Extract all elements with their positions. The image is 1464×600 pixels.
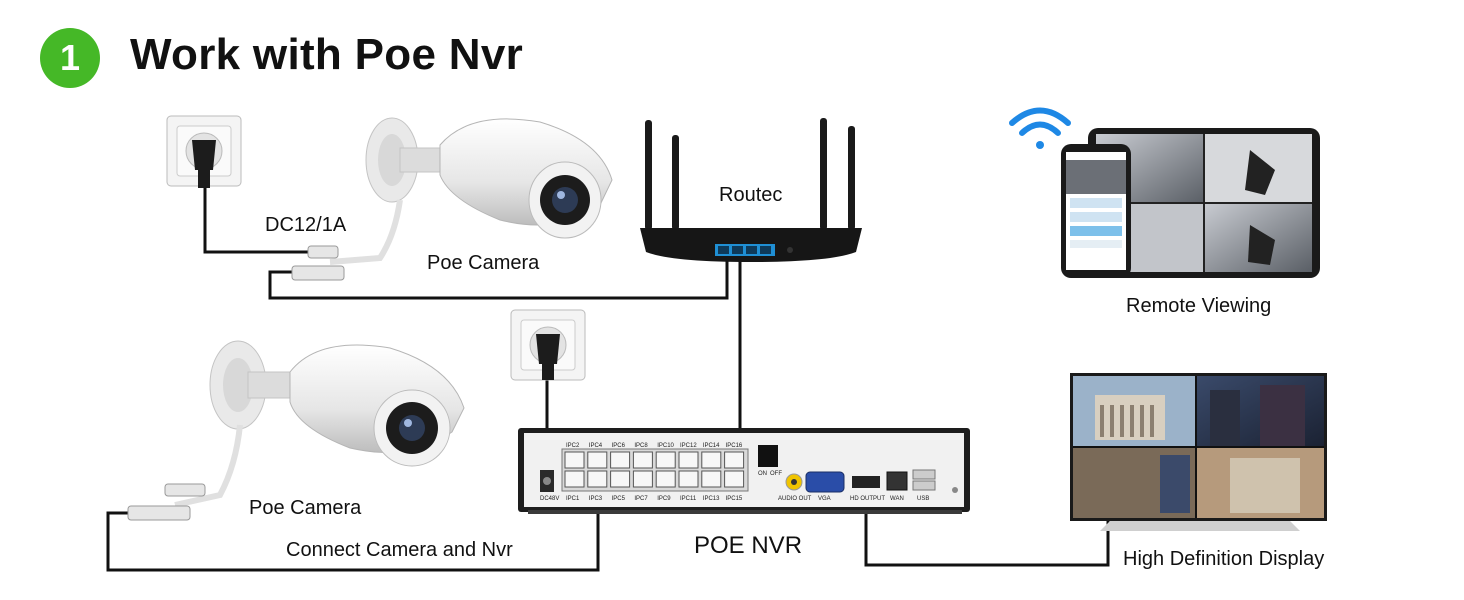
- nvr-port-labels-bottom: IPC1 IPC3 IPC5 IPC7 IPC9 IPC11 IPC13 IPC15: [566, 496, 743, 502]
- ethernet-port: [724, 451, 745, 469]
- port-label-top: IPC2: [566, 443, 580, 449]
- ethernet-port: [701, 451, 722, 469]
- cable-power-top: [203, 188, 310, 254]
- nvr-audio-out-label: AUDIO OUT: [778, 496, 812, 502]
- hd-display-label: High Definition Display: [1123, 548, 1325, 570]
- ethernet-port: [610, 470, 631, 488]
- hd-display: [1070, 373, 1327, 531]
- port-label-bottom: IPC3: [589, 496, 603, 502]
- port-label-top: IPC16: [726, 443, 743, 449]
- cables: [106, 188, 1110, 572]
- ethernet-port: [655, 470, 676, 488]
- router: [640, 118, 862, 262]
- step-number-badge: 1: [40, 28, 100, 88]
- nvr-switch-on-label: ON: [758, 471, 767, 477]
- nvr-usb-label: USB: [917, 496, 929, 502]
- remote-viewing-label: Remote Viewing: [1126, 295, 1272, 317]
- wifi-icon: [1009, 107, 1071, 149]
- port-label-top: IPC6: [612, 443, 626, 449]
- cable-camera-bottom-nvr: [106, 493, 600, 572]
- wall-socket-middle: [510, 309, 586, 381]
- port-label-top: IPC4: [589, 443, 603, 449]
- ethernet-port: [564, 451, 585, 469]
- ethernet-port: [655, 451, 676, 469]
- port-label-top: IPC8: [634, 443, 648, 449]
- port-label-top: IPC14: [703, 443, 720, 449]
- poe-nvr-label: POE NVR: [694, 532, 803, 559]
- port-label-bottom: IPC13: [703, 496, 720, 502]
- ethernet-port: [587, 451, 608, 469]
- ethernet-port: [610, 451, 631, 469]
- port-label-bottom: IPC5: [612, 496, 626, 502]
- cable-hdmi-display: [864, 493, 1110, 567]
- nvr-power-label: DC48V: [540, 496, 559, 502]
- poe-nvr-device: IPC2 IPC4 IPC6 IPC8 IPC10 IPC12 IPC14 IPC16 IPC…: [518, 428, 970, 514]
- nvr-hdmi-label: HD OUTPUT: [850, 496, 885, 502]
- nvr-switch-off-label: OFF: [770, 471, 782, 477]
- port-label-bottom: IPC11: [680, 496, 697, 502]
- ethernet-port: [632, 470, 653, 488]
- port-label-bottom: IPC9: [657, 496, 671, 502]
- ethernet-port: [701, 470, 722, 488]
- ethernet-port: [564, 470, 585, 488]
- ethernet-port: [678, 451, 699, 469]
- ethernet-port: [678, 470, 699, 488]
- port-label-top: IPC12: [680, 443, 697, 449]
- phone-device: [1061, 144, 1131, 278]
- port-label-top: IPC10: [657, 443, 674, 449]
- router-label: Routec: [719, 184, 783, 206]
- connect-camera-nvr-label: Connect Camera and Nvr: [286, 539, 513, 561]
- port-label-bottom: IPC15: [726, 496, 743, 502]
- poe-camera-bottom: [127, 340, 465, 521]
- page-title: Work with Poe Nvr: [130, 30, 524, 79]
- nvr-ethernet-ports: [564, 451, 745, 488]
- wall-socket-top: [166, 115, 242, 188]
- camera-bottom-label: Poe Camera: [249, 497, 362, 519]
- power-spec-label: DC12/1A: [265, 214, 347, 236]
- camera-top-label: Poe Camera: [427, 252, 540, 274]
- ethernet-port: [632, 451, 653, 469]
- ethernet-port: [587, 470, 608, 488]
- port-label-bottom: IPC1: [566, 496, 580, 502]
- cable-camera-top-router: [268, 255, 729, 300]
- poe-camera-top: [291, 117, 613, 281]
- port-label-bottom: IPC7: [634, 496, 648, 502]
- nvr-vga-label: VGA: [818, 496, 831, 502]
- nvr-port-labels-top: IPC2 IPC4 IPC6 IPC8 IPC10 IPC12 IPC14 IPC16: [566, 443, 743, 449]
- nvr-wan-label: WAN: [890, 496, 904, 502]
- ethernet-port: [724, 470, 745, 488]
